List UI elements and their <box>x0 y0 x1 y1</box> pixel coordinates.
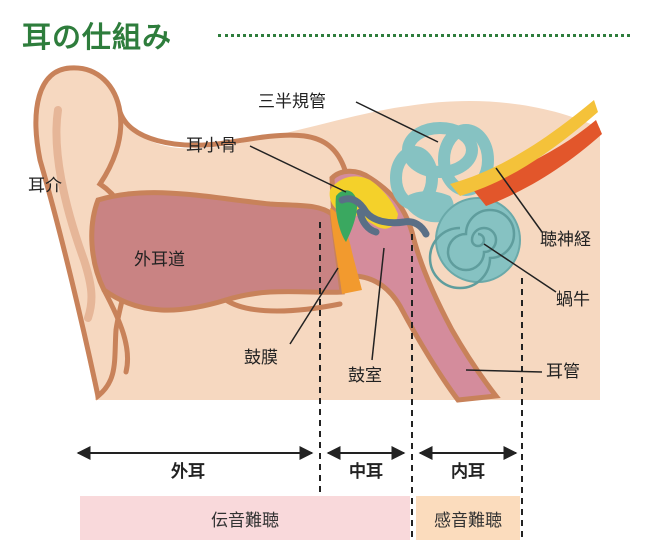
band-sensorineural-hearing-loss: 感音難聴 <box>416 496 520 540</box>
label-ear-canal: 外耳道 <box>134 250 185 270</box>
label-tympanic-cavity: 鼓室 <box>348 366 382 386</box>
section-middle-ear: 中耳 <box>338 462 394 482</box>
lower-outline <box>101 287 343 375</box>
label-cochlea: 蝸牛 <box>556 290 590 310</box>
band-conductive-hearing-loss: 伝音難聴 <box>80 496 410 540</box>
label-pinna: 耳介 <box>28 176 62 196</box>
label-semicircular-canals: 三半規管 <box>258 92 326 112</box>
eardrum-shape <box>330 208 362 294</box>
head-outline <box>117 109 348 173</box>
ossicle-bones <box>338 195 430 238</box>
leader-lines <box>249 101 557 373</box>
section-inner-ear: 内耳 <box>438 462 498 482</box>
pinna-inner-fold <box>52 106 96 322</box>
label-auditory-nerve: 聴神経 <box>540 230 591 250</box>
cochlea-shape <box>428 197 521 290</box>
nerve-yellow <box>450 100 598 196</box>
title-dotted-rule <box>218 34 630 37</box>
page-title: 耳の仕組み <box>22 20 173 54</box>
label-ossicles: 耳小骨 <box>186 136 237 156</box>
vestibule <box>402 191 454 223</box>
ossicle-yellow <box>329 176 398 229</box>
label-eustachian-tube: 耳管 <box>546 362 580 382</box>
label-eardrum: 鼓膜 <box>244 348 278 368</box>
section-outer-ear: 外耳 <box>158 462 218 482</box>
nerve-red <box>470 120 602 206</box>
section-dividers <box>319 222 523 540</box>
band-sensorineural-label: 感音難聴 <box>434 510 502 531</box>
ear-canal <box>89 190 345 313</box>
band-conductive-label: 伝音難聴 <box>211 510 279 531</box>
